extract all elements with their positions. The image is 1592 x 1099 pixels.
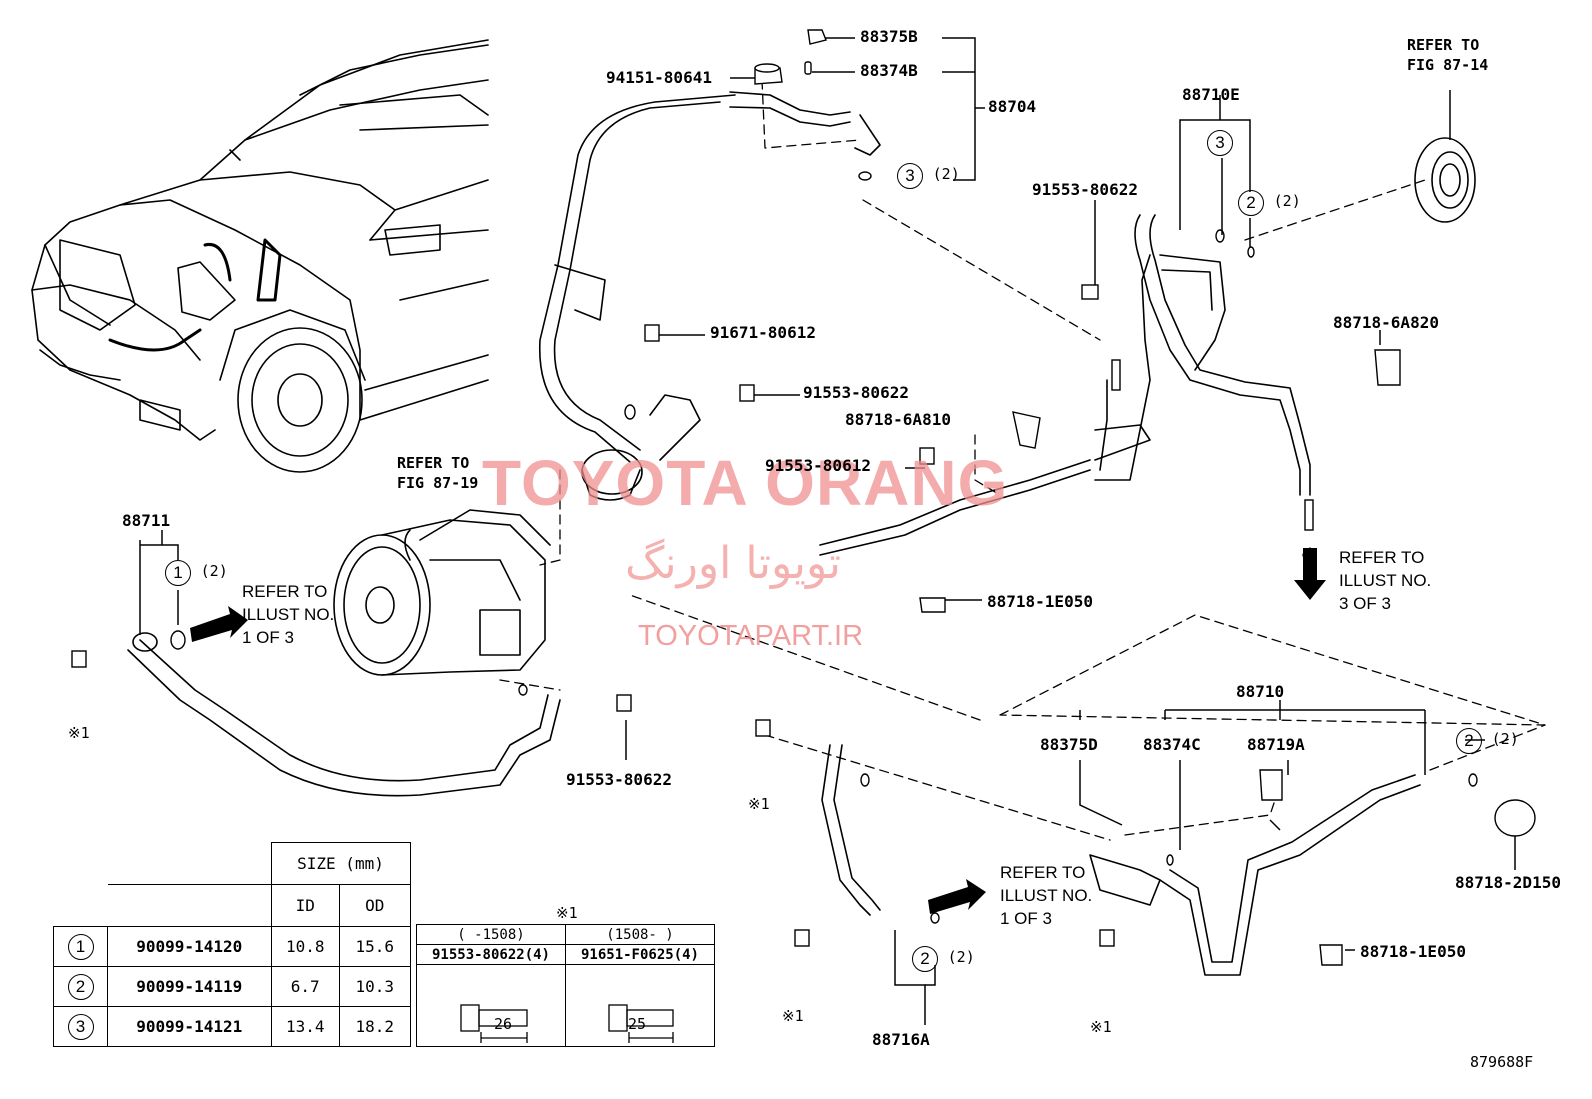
o-ring-size-table: SIZE (mm) ID OD 1 90099-14120 10.8 15.6 …	[53, 842, 411, 1047]
note-refer-fig-87-19[interactable]: REFER TO FIG 87-19	[397, 454, 479, 492]
callout-quantity: (2)	[200, 562, 228, 580]
callout-number: 1	[165, 560, 191, 586]
callout-leaders	[139, 37, 1516, 1025]
id-header: ID	[270, 884, 340, 927]
hose-88710E	[819, 214, 1311, 556]
callout-number: 2	[1238, 190, 1264, 216]
leader-lines	[499, 79, 1546, 841]
callout-quantity: (2)	[1491, 730, 1519, 748]
callout-quantity: (2)	[1273, 192, 1301, 210]
callout-2-right: 2 (2)	[1238, 190, 1301, 216]
part-label-88716A[interactable]: 88716A	[872, 1030, 930, 1049]
note-refer-fig-87-14[interactable]: REFER TO FIG 87-14	[1407, 36, 1489, 74]
o-rings	[170, 171, 1478, 924]
grommet-illustration	[1414, 137, 1476, 223]
note-refer-illust-1of3-bottom[interactable]: REFER TO ILLUST NO. 1 OF 3	[1000, 863, 1093, 928]
watermark-persian: تویوتا اورنگ	[625, 538, 841, 589]
part-label-88718-1E050-upper[interactable]: 88718-1E050	[987, 592, 1093, 611]
part-label-88710E[interactable]: 88710E	[1182, 85, 1240, 104]
table-row[interactable]: 1 90099-14120 10.8 15.6	[53, 926, 411, 967]
bolt-part-2[interactable]: 91651-F0625(4)	[565, 944, 715, 965]
callout-number: 3	[1207, 130, 1233, 156]
note-refer-illust-3of3[interactable]: REFER TO ILLUST NO. 3 OF 3	[1339, 548, 1432, 613]
callout-number: 3	[897, 163, 923, 189]
ref-circle: 2	[67, 973, 94, 1000]
callout-number: 2	[912, 946, 938, 972]
size-header: SIZE (mm)	[270, 842, 411, 885]
part-label-88375B[interactable]: 88375B	[860, 27, 918, 46]
table-row[interactable]: 2 90099-14119 6.7 10.3	[53, 966, 411, 1007]
mark-x1-bottom-left: ※1	[782, 1007, 804, 1025]
bolt-table-title: ※1	[556, 904, 578, 922]
part-label-91553-80622-mid[interactable]: 91553-80622	[803, 383, 909, 402]
compressor-illustration	[333, 509, 551, 676]
table-row[interactable]: 3 90099-14121 13.4 18.2	[53, 1006, 411, 1047]
hose-88711	[127, 632, 561, 797]
part-label-88718-6A810[interactable]: 88718-6A810	[845, 410, 951, 429]
mark-x1-left: ※1	[68, 724, 90, 742]
part-label-91553-80622-top[interactable]: 91553-80622	[1032, 180, 1138, 199]
arrow-heads	[190, 548, 1326, 914]
hose-88710	[1089, 774, 1421, 976]
part-label-94151-80641[interactable]: 94151-80641	[606, 68, 712, 87]
id-cell: 6.7	[270, 966, 340, 1007]
hose-88716A	[821, 744, 881, 916]
bolt-length-1: 26	[494, 1015, 513, 1033]
part-number-cell[interactable]: 90099-14119	[107, 966, 272, 1007]
watermark-latin: TOYOTA ORANG	[482, 447, 1009, 519]
part-label-88710[interactable]: 88710	[1236, 682, 1285, 701]
bolt-variant-table: ( -1508) (1508- ) 91553-80622(4) 91651-F…	[416, 924, 715, 1047]
part-label-88374C[interactable]: 88374C	[1143, 735, 1201, 754]
note-refer-illust-1of3-left[interactable]: REFER TO ILLUST NO. 1 OF 3	[242, 582, 335, 647]
bolt-range-2: (1508- )	[565, 924, 715, 945]
part-label-91553-80612[interactable]: 91553-80612	[765, 456, 871, 475]
bolt-length-2: 25	[628, 1015, 647, 1033]
callout-2-lower-right: 2 (2)	[1456, 728, 1519, 754]
part-label-88718-1E050-lower[interactable]: 88718-1E050	[1360, 942, 1466, 961]
watermark-url: TOYOTAPART.IR	[638, 620, 864, 652]
od-header: OD	[338, 884, 411, 927]
part-number-cell[interactable]: 90099-14121	[107, 1006, 272, 1047]
fasteners	[71, 29, 1536, 966]
mark-x1-mid: ※1	[748, 795, 770, 813]
part-label-88718-2D150[interactable]: 88718-2D150	[1455, 873, 1561, 892]
part-label-88718-6A820[interactable]: 88718-6A820	[1333, 313, 1439, 332]
bolt-drawing-cell-2	[565, 964, 715, 1047]
vehicle-illustration	[31, 39, 489, 473]
callout-1-left: 1 (2)	[165, 560, 228, 586]
figure-code: 879688F	[1470, 1053, 1534, 1071]
part-label-88375D[interactable]: 88375D	[1040, 735, 1098, 754]
callout-quantity: (2)	[932, 165, 960, 183]
ref-circle: 3	[67, 1013, 94, 1040]
mark-x1-bottom-right: ※1	[1090, 1018, 1112, 1036]
callout-3-right: 3	[1207, 130, 1233, 156]
part-label-91671-80612[interactable]: 91671-80612	[710, 323, 816, 342]
part-label-88704[interactable]: 88704	[988, 97, 1037, 116]
callout-number: 2	[1456, 728, 1482, 754]
callout-quantity: (2)	[947, 948, 975, 966]
bolt-drawing-cell-1	[416, 964, 566, 1047]
callout-3-top: 3 (2)	[897, 163, 960, 189]
od-cell: 18.2	[338, 1006, 411, 1047]
bolt-range-1: ( -1508)	[416, 924, 566, 945]
od-cell: 15.6	[338, 926, 411, 967]
id-cell: 10.8	[270, 926, 340, 967]
od-cell: 10.3	[338, 966, 411, 1007]
id-cell: 13.4	[270, 1006, 340, 1047]
bolt-part-1[interactable]: 91553-80622(4)	[416, 944, 566, 965]
part-label-91553-80622-bottom[interactable]: 91553-80622	[566, 770, 672, 789]
part-label-88374B[interactable]: 88374B	[860, 61, 918, 80]
part-number-cell[interactable]: 90099-14120	[107, 926, 272, 967]
part-label-88719A[interactable]: 88719A	[1247, 735, 1305, 754]
hose-88704	[538, 91, 881, 501]
callout-2-bottom: 2 (2)	[912, 946, 975, 972]
part-label-88711[interactable]: 88711	[122, 511, 171, 530]
ref-circle: 1	[67, 933, 94, 960]
